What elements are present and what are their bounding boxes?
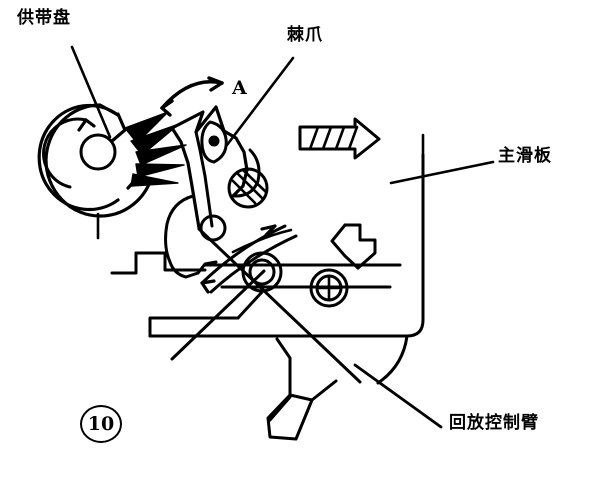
label-playback-control-arm: 回放控制臂: [449, 413, 539, 433]
label-pawl: 棘爪: [287, 25, 323, 45]
label-supply-reel: 供带盘: [17, 8, 71, 28]
crosshair-fastener: [309, 268, 349, 308]
figure-number-value: 10: [87, 412, 115, 435]
reel-rotation-arrow: [42, 117, 96, 189]
curved-double-arrow-A: [160, 76, 224, 117]
label-motion-marker-a: A: [232, 77, 247, 99]
pawl-claw: [170, 105, 261, 230]
supply-reel: [37, 103, 153, 240]
hatched-direction-arrow: [298, 117, 381, 160]
label-main-slide-plate: 主滑板: [498, 146, 552, 166]
hatched-roller: [227, 167, 269, 209]
pawl-leader-line: [225, 56, 295, 147]
figure-number-ring: [80, 405, 122, 443]
playback-leader-line: [353, 363, 443, 429]
main-slide-leader-line: [389, 133, 495, 207]
internal-sweep-arrow: [200, 224, 298, 294]
lower-foot-wedge: [266, 334, 409, 441]
supply-reel-leader-line: [70, 45, 112, 139]
figure-number-badge: 10: [80, 405, 122, 443]
bearing-ring: [241, 251, 283, 293]
reel-teeth: [124, 111, 187, 187]
